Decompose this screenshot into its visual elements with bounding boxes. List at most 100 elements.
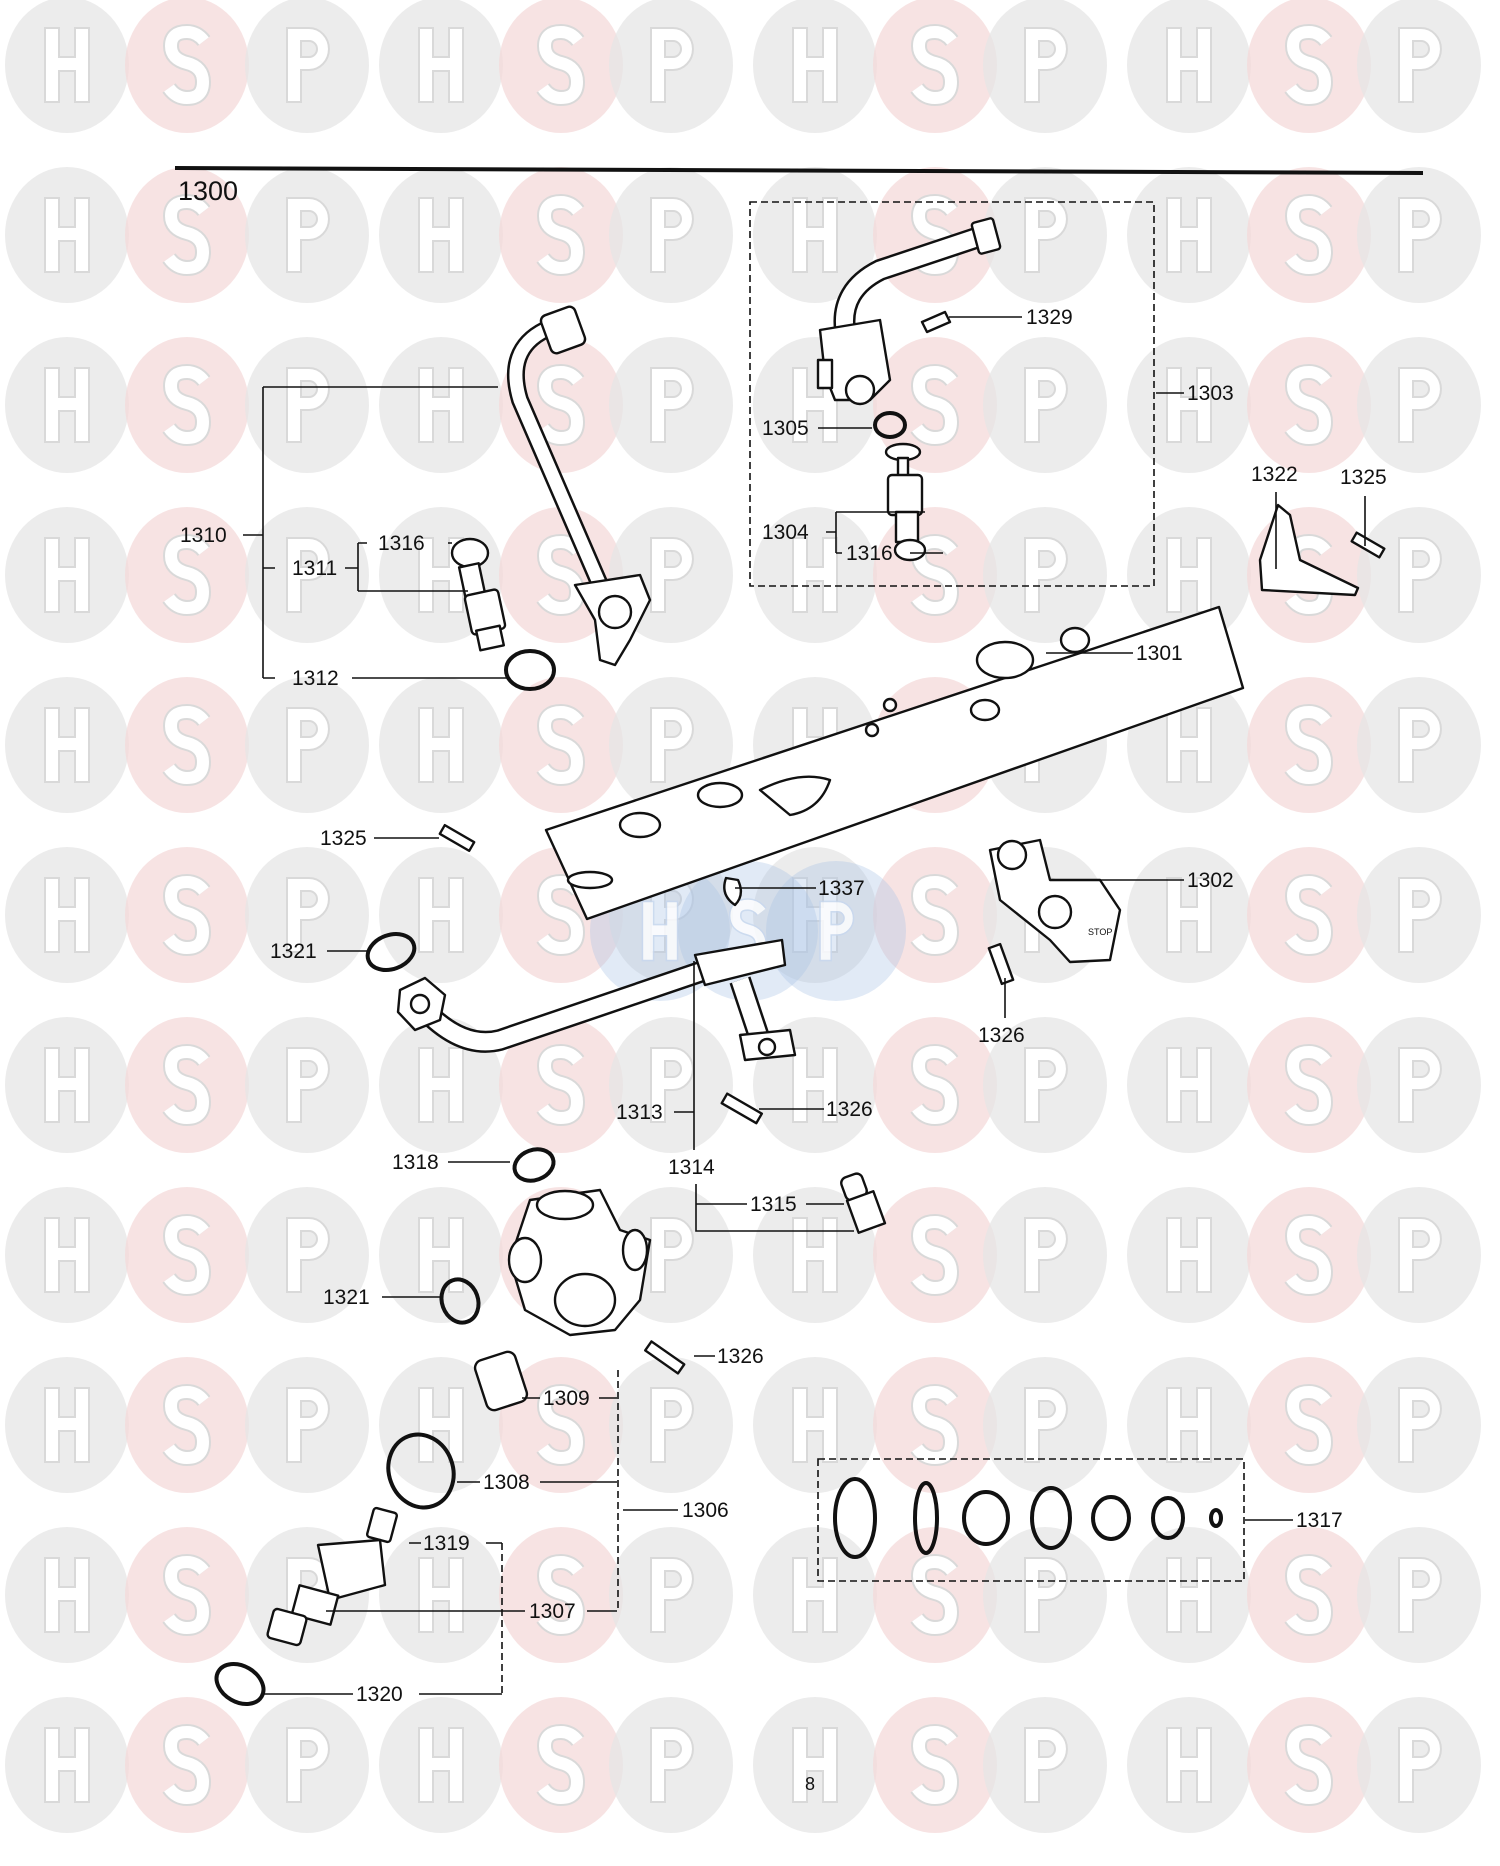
washer-1308[interactable] (378, 1425, 463, 1516)
callout-1312[interactable]: 1312 (292, 667, 339, 690)
callout-1308[interactable]: 1308 (483, 1471, 530, 1494)
watermark-glyph-h (418, 197, 464, 273)
watermark-p (245, 1187, 369, 1323)
screw-1325-right[interactable] (1350, 531, 1386, 559)
pipe-1313[interactable] (396, 938, 797, 1062)
watermark-glyph-s (162, 1553, 212, 1637)
callout-1321-upper[interactable]: 1321 (270, 940, 317, 963)
callout-1325-right[interactable]: 1325 (1340, 466, 1387, 489)
watermark-glyph-p (1024, 1047, 1068, 1123)
mounting-plate-1301[interactable] (544, 605, 1245, 921)
watermark-s (873, 847, 997, 983)
watermark-glyph-p (1398, 1557, 1442, 1633)
callout-1326-b[interactable]: 1326 (826, 1098, 873, 1121)
watermark-glyph-p (1024, 197, 1068, 273)
seal-kit-1317[interactable] (833, 1477, 1223, 1559)
cartridge-1304[interactable] (884, 442, 927, 562)
callout-1301[interactable]: 1301 (1136, 642, 1183, 665)
callout-1309[interactable]: 1309 (543, 1387, 590, 1410)
watermark-glyph-p (286, 197, 330, 273)
watermark-s (499, 1017, 623, 1153)
filter-1309[interactable] (473, 1350, 529, 1412)
watermark-glyph-p (1398, 1217, 1442, 1293)
callout-1315[interactable]: 1315 (750, 1193, 797, 1216)
pin-1329[interactable] (920, 310, 952, 334)
watermark-p (245, 167, 369, 303)
watermark-p (1357, 1017, 1481, 1153)
callout-1322[interactable]: 1322 (1251, 463, 1298, 486)
valve-assembly-1303[interactable] (816, 217, 1002, 406)
callout-1316-upper[interactable]: 1316 (846, 542, 893, 565)
valve-body-1306[interactable] (507, 1188, 652, 1337)
callout-1326-c[interactable]: 1326 (717, 1345, 764, 1368)
callout-1306[interactable]: 1306 (682, 1499, 729, 1522)
watermark-s (873, 0, 997, 133)
watermark-s (873, 337, 997, 473)
callout-1318[interactable]: 1318 (392, 1151, 439, 1174)
watermark-s (125, 1187, 249, 1323)
o-ring-1320[interactable] (209, 1656, 270, 1712)
assembly-1303-box (749, 201, 1155, 587)
callout-1316-left[interactable]: 1316 (378, 532, 425, 555)
callout-1329[interactable]: 1329 (1026, 306, 1073, 329)
callout-1326-a[interactable]: 1326 (978, 1024, 1025, 1047)
stop-marking: STOP (1088, 927, 1112, 937)
watermark-s (125, 1017, 249, 1153)
watermark-glyph-h (44, 367, 90, 443)
callout-1302[interactable]: 1302 (1187, 869, 1234, 892)
callout-1317[interactable]: 1317 (1296, 1509, 1343, 1532)
callout-1314[interactable]: 1314 (668, 1156, 715, 1179)
watermark-glyph-p (1024, 1727, 1068, 1803)
callout-1310[interactable]: 1310 (180, 524, 227, 547)
callout-1321-lower[interactable]: 1321 (323, 1286, 370, 1309)
watermark-s (499, 1527, 623, 1663)
o-ring-1318[interactable] (510, 1144, 558, 1186)
watermark-p (983, 167, 1107, 303)
callout-1319[interactable]: 1319 (423, 1532, 470, 1555)
callout-1311[interactable]: 1311 (292, 557, 337, 580)
watermark-p (245, 0, 369, 133)
callout-1313[interactable]: 1313 (616, 1101, 663, 1124)
watermark-glyph-s (910, 1213, 960, 1297)
watermark-p (1357, 507, 1481, 643)
o-ring-1321-upper[interactable] (363, 928, 420, 976)
callout-1303[interactable]: 1303 (1187, 382, 1234, 405)
watermark-s (1247, 1187, 1371, 1323)
callout-1325-left[interactable]: 1325 (320, 827, 367, 850)
watermark-glyph-h (44, 877, 90, 953)
callout-1305[interactable]: 1305 (762, 417, 809, 440)
clip-1337[interactable] (723, 876, 743, 907)
watermark-p (609, 0, 733, 133)
screw-1326-c[interactable] (643, 1340, 686, 1375)
watermark-glyph-s (1284, 1213, 1334, 1297)
watermark-glyph-s (536, 533, 586, 617)
connector-1315[interactable] (840, 1172, 887, 1234)
valve-1307[interactable] (266, 1506, 398, 1647)
watermark-s (499, 1357, 623, 1493)
callout-1304[interactable]: 1304 (762, 521, 809, 544)
callout-1320[interactable]: 1320 (356, 1683, 403, 1706)
screw-1326-a[interactable] (987, 942, 1015, 986)
watermark-glyph-s (910, 23, 960, 107)
pipe-1310[interactable] (506, 305, 652, 667)
watermark-glyph-h (792, 197, 838, 273)
stop-valve-1302[interactable]: STOP (988, 838, 1122, 964)
o-ring-1321-lower[interactable] (436, 1274, 485, 1328)
watermark-s (125, 337, 249, 473)
watermark-glyph-p (1024, 27, 1068, 103)
watermark-glyph-h (44, 537, 90, 613)
watermark-glyph-p (650, 537, 694, 613)
screw-1325-left[interactable] (438, 823, 476, 853)
watermark-glyph-s (162, 1723, 212, 1807)
screw-1326-b[interactable] (720, 1092, 764, 1125)
bracket-1322[interactable] (1258, 503, 1360, 597)
valve-1311[interactable] (450, 537, 507, 652)
callout-1307[interactable]: 1307 (529, 1600, 576, 1623)
watermark-glyph-p (286, 707, 330, 783)
o-ring-1312[interactable] (504, 649, 556, 691)
o-ring-1305[interactable] (873, 411, 907, 439)
watermark-h (5, 507, 129, 643)
callout-1337[interactable]: 1337 (818, 877, 865, 900)
watermark-s (873, 1357, 997, 1493)
